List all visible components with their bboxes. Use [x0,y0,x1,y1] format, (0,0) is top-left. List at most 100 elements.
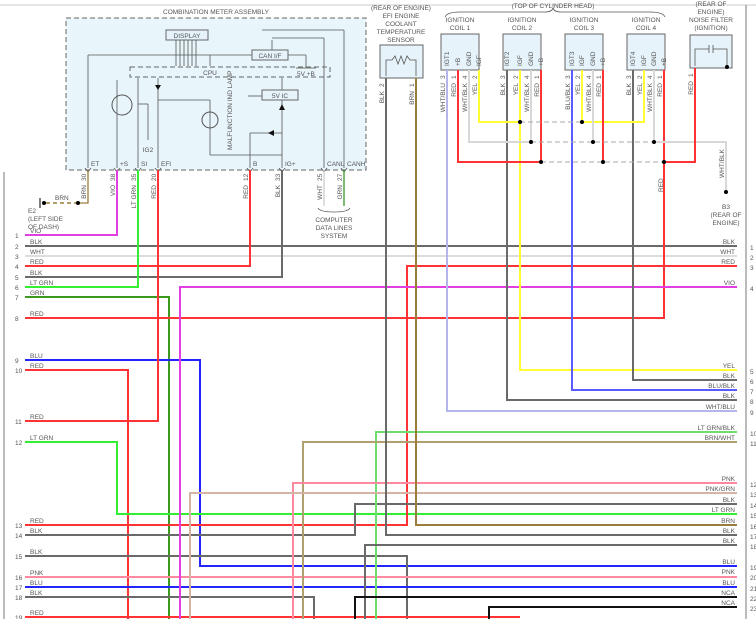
right-row-number: 18 [750,544,756,551]
right-row-wire-label: BLU [722,580,735,587]
coil-pin-wire: RED [596,83,603,97]
coil-pin-number: 1 [657,75,664,79]
left-row-wire-label: GRN [30,290,45,297]
left-row-wire-label: VIO [30,228,41,235]
coil-pin-name: IGT2 [504,51,511,66]
left-row-wire-label: BLU [30,580,43,587]
coil-feed-red-label: RED [658,178,665,192]
right-row-number: 21 [750,586,756,593]
left-row-wire-label: RED [30,259,44,266]
malfunction-lamp-icon [201,111,219,129]
right-row-wire-label: BRN [721,518,735,525]
coil-pin-wire: WHT/BLK [647,82,654,112]
cpu-box [129,66,331,78]
wire-red [25,265,737,526]
left-row-number: 8 [15,316,19,323]
right-row-number: 14 [750,503,756,510]
computer-data-lines: COMPUTER DATA LINES SYSTEM [315,170,353,240]
can-line3: SYSTEM [321,233,348,240]
coil-subtitle: COIL 4 [636,25,657,32]
right-row-number: 23 [750,606,756,613]
wire-blk [632,70,737,381]
right-row-number: 15 [750,513,756,520]
meter-pin-number: 25 [317,173,324,181]
meter-pin-wire: BRN [81,185,88,199]
coil-pin-number: 3 [500,75,507,79]
meter-pin-wire: LT GRN [131,185,138,209]
coil-pin-name: IGT1 [444,51,451,66]
wire-blu-blk [571,70,737,391]
coil-box [626,33,666,71]
coil-pin-wire: WHT/BLU [440,83,447,113]
coil-pin-wire: RED [657,83,664,97]
wire-vio [179,286,737,619]
five-v-ic-box [261,89,299,101]
coil-pin-number: 1 [451,75,458,79]
right-row-number: 20 [750,575,756,582]
splice-dot [662,160,666,164]
right-row-wire-label: NCA [721,600,735,607]
left-row-wire-label: WHT [30,249,45,256]
wire-lt-grn-blk [375,431,737,619]
thermistor-icon [385,54,417,76]
left-row-number: 11 [15,419,22,426]
wire-pnk-grn [189,492,737,619]
e2-location: (LEFT SIDE [28,216,64,223]
coil-pin-wire: WHT/BLK [462,82,469,112]
right-row-wire-label: BLK [723,393,736,400]
meter-pin-name: EFI [161,161,171,168]
right-row-wire-label: BLK [723,239,736,246]
wire-vio [25,170,118,236]
coil-pin-name: IGF [641,55,648,66]
left-row-wire-label: BLU [30,353,43,360]
right-row-wire-label: RED [721,259,735,266]
right-row-wire-label: VIO [724,280,735,287]
wire-red [664,68,696,163]
right-row-number: 1 [750,245,754,252]
left-row-number: 18 [15,595,23,602]
coil-pin-name: +B [455,58,462,66]
meter-pin-name: IG+ [285,161,296,168]
coil-pin-wire: BLK [626,82,633,95]
coolant-temp-sensor: (REAR OF ENGINE) EFI ENGINE COOLANT TEMP… [371,5,431,79]
wire-blk [25,170,283,278]
meter-pin-wire: RED [151,185,158,199]
left-row-wire-label: RED [30,414,44,421]
meter-pin-number: 35 [131,173,138,181]
left-row-number: 13 [15,523,23,530]
can-line2: DATA LINES [316,225,353,232]
coil-pin-wire: BLK [500,82,507,95]
right-row-wire-label: BRN/WHT [705,435,735,442]
left-row-wire-label: BLK [30,239,43,246]
wire-yel [519,70,737,371]
sensor-line1: EFI ENGINE [383,13,421,20]
left-row-wire-label: RED [30,311,44,318]
sensor-line2: COOLANT [385,21,416,28]
coil-pin-name: IGT3 [569,51,576,66]
coil-pin-wire: YEL [472,83,479,96]
left-row-wire-label: PNK [30,570,44,577]
right-row-number: 19 [750,565,756,572]
display-box [165,29,209,41]
sensor-pin-number: 2 [379,83,386,87]
left-row-wire-label: LT GRN [30,435,54,442]
left-row-wire-label: RED [30,610,44,617]
coil-pin-number: 3 [440,75,447,79]
can-if-label: CAN I/F [258,53,281,60]
right-row-number: 22 [750,596,756,603]
wire-grn [25,296,170,619]
sensor-pin-number: 1 [409,83,416,87]
coil-title: IGNITION [570,17,599,24]
wire-blk [25,596,315,619]
wire-blk [506,70,737,401]
coil-pin-number: 4 [647,75,654,79]
wire-blu [25,359,737,567]
capacitor-icon [694,45,728,66]
splice-dot [529,140,533,144]
left-row-wire-label: RED [30,363,44,370]
ground-icon [724,190,728,194]
right-row-number: 16 [750,524,756,531]
nf-pin-number: 1 [688,73,695,77]
meter-pin-number: 30 [81,173,88,181]
left-row-wire-label: RED [30,518,44,525]
